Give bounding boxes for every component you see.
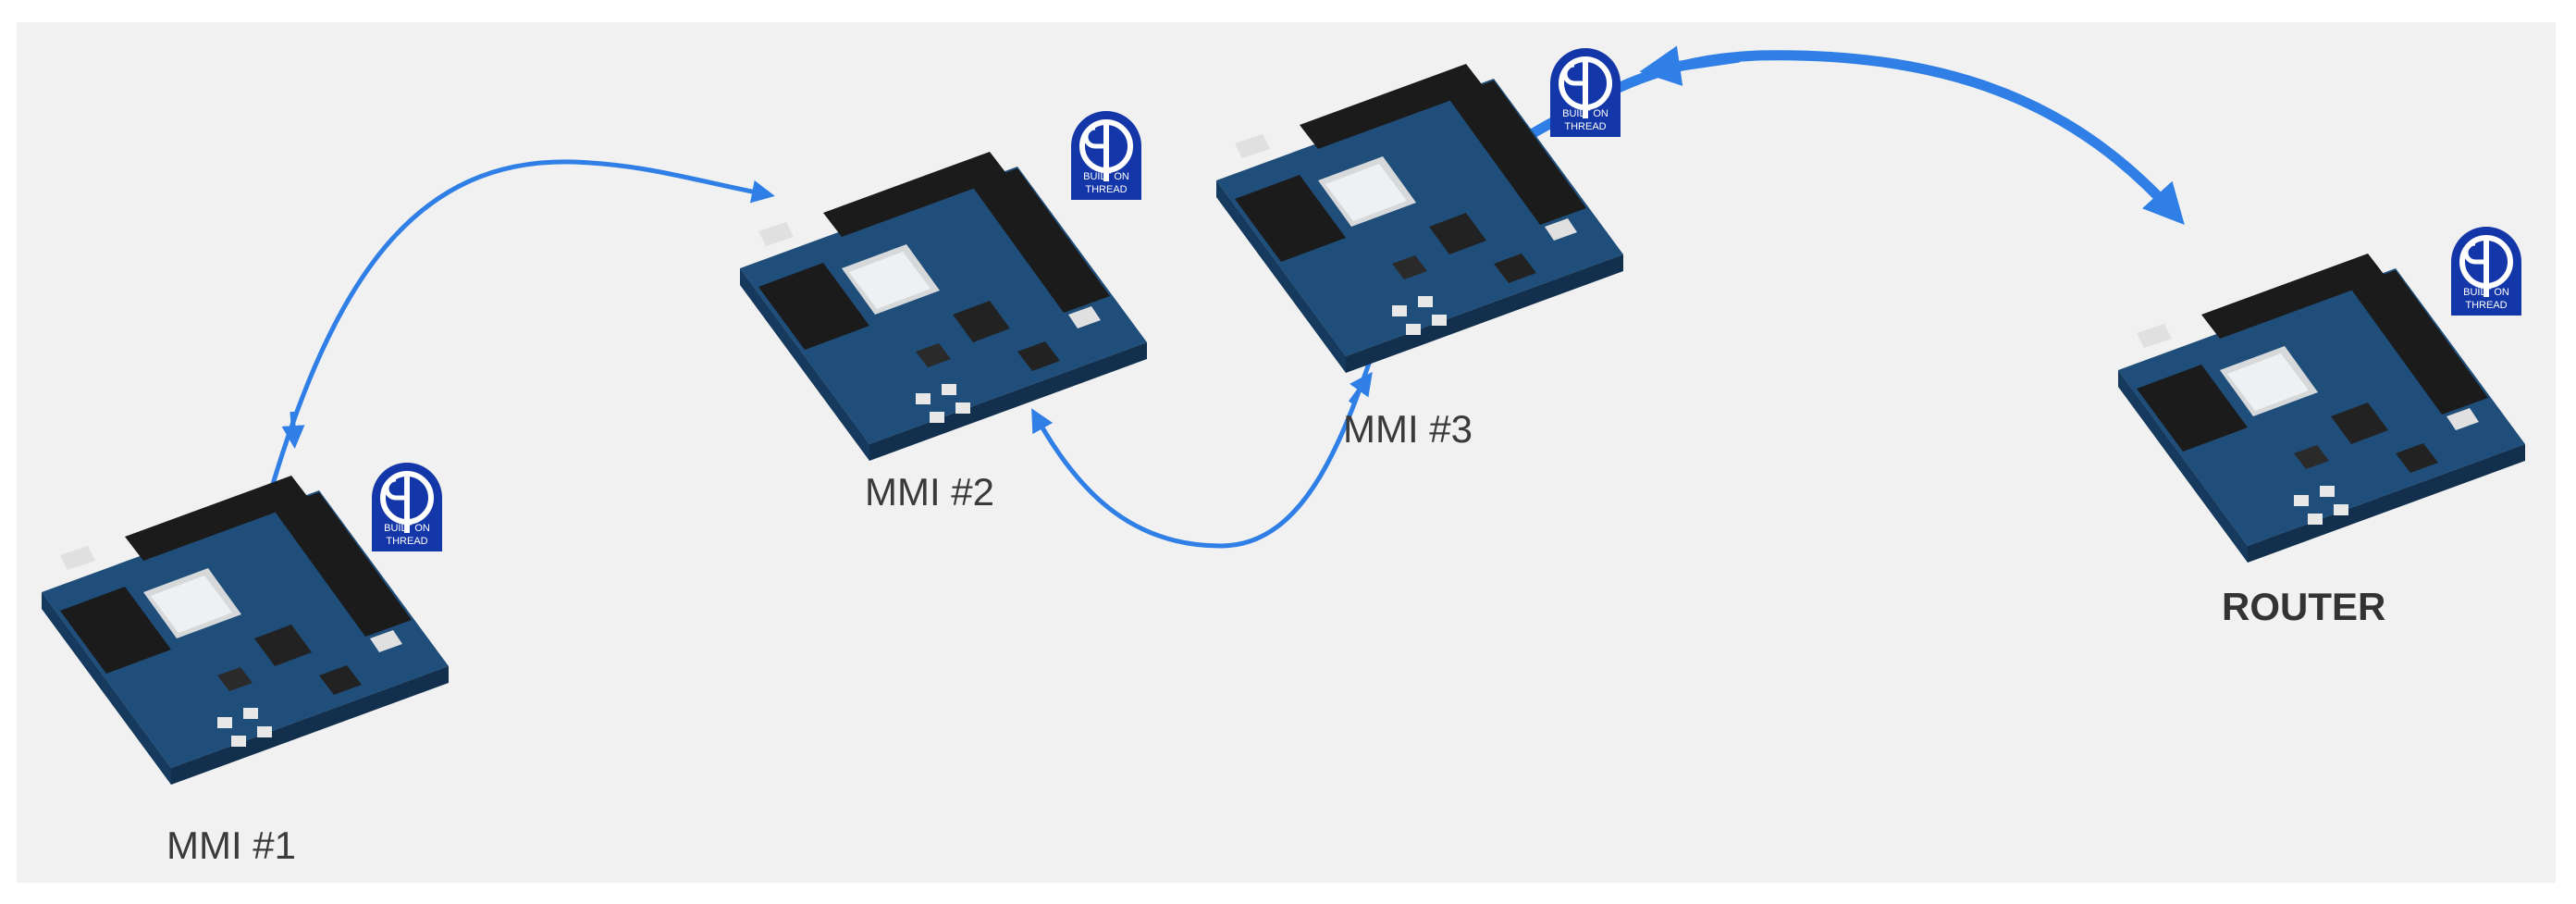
link-router-arrowhead-back	[1639, 45, 1740, 86]
badge-line2: THREAD	[1564, 121, 1606, 132]
node-label-mmi2: MMI #2	[865, 470, 995, 514]
badge-line2: THREAD	[386, 536, 427, 547]
node-label-mmi1: MMI #1	[166, 824, 297, 867]
badge-line2: THREAD	[2465, 300, 2507, 311]
link-mmi3-arrowhead	[1348, 371, 1373, 404]
link-mmi2-to-mmi1	[265, 159, 775, 501]
badge-router: BUILT ON THREAD	[2451, 227, 2521, 316]
badge-line1: BUILT ON	[2463, 287, 2509, 298]
badge-line1: BUILT ON	[384, 523, 430, 534]
badge-line2: THREAD	[1085, 184, 1127, 195]
link-mmi2-arrowhead-left	[281, 411, 305, 449]
badge-line1: BUILT ON	[1083, 171, 1129, 182]
link-mmi3-to-mmi2	[1031, 309, 1390, 549]
badge-mmi3: BUILT ON THREAD	[1550, 48, 1621, 137]
node-label-router: ROUTER	[2222, 585, 2386, 628]
node-label-mmi3: MMI #3	[1343, 407, 1473, 451]
badge-line1: BUILT ON	[1562, 108, 1608, 119]
badge-mmi2: BUILT ON THREAD	[1071, 111, 1141, 200]
badge-mmi1: BUILT ON THREAD	[372, 463, 442, 551]
